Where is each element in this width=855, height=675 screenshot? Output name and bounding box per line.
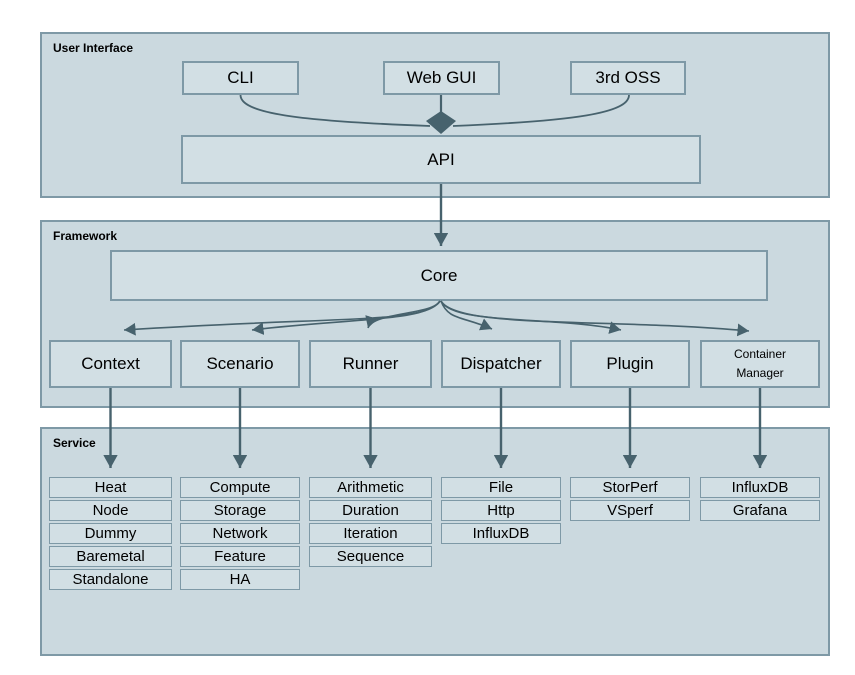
service-item: Baremetal [49,546,172,567]
core-box: Core [110,250,768,301]
service-item: Http [441,500,561,521]
service-label: Service [53,436,96,450]
container-manager-services-column: InfluxDB Grafana [700,477,820,523]
service-item: Feature [180,546,300,567]
service-item: Network [180,523,300,544]
api-box: API [181,135,701,184]
service-item: Grafana [700,500,820,521]
service-item: Node [49,500,172,521]
user-interface-label: User Interface [53,41,134,55]
web-gui-box: Web GUI [383,61,500,95]
plugin-services-column: StorPerf VSperf [570,477,690,523]
dispatcher-services-column: File Http InfluxDB [441,477,561,546]
runner-box: Runner [309,340,432,388]
framework-label: Framework [53,229,118,243]
context-box: Context [49,340,172,388]
service-item: VSperf [570,500,690,521]
service-item: Dummy [49,523,172,544]
scenario-services-column: Compute Storage Network Feature HA [180,477,300,592]
runner-services-column: Arithmetic Duration Iteration Sequence [309,477,432,569]
service-item: Storage [180,500,300,521]
service-item: Arithmetic [309,477,432,498]
service-item: HA [180,569,300,590]
scenario-box: Scenario [180,340,300,388]
context-services-column: Heat Node Dummy Baremetal Standalone [49,477,172,592]
service-item: InfluxDB [441,523,561,544]
service-item: Compute [180,477,300,498]
service-item: StorPerf [570,477,690,498]
service-item: Heat [49,477,172,498]
service-item: Standalone [49,569,172,590]
service-item: Duration [309,500,432,521]
dispatcher-box: Dispatcher [441,340,561,388]
container-manager-box: Container Manager [700,340,820,388]
cli-box: CLI [182,61,299,95]
service-item: InfluxDB [700,477,820,498]
plugin-box: Plugin [570,340,690,388]
service-item: Sequence [309,546,432,567]
service-item: File [441,477,561,498]
third-party-oss-box: 3rd OSS [570,61,686,95]
service-item: Iteration [309,523,432,544]
